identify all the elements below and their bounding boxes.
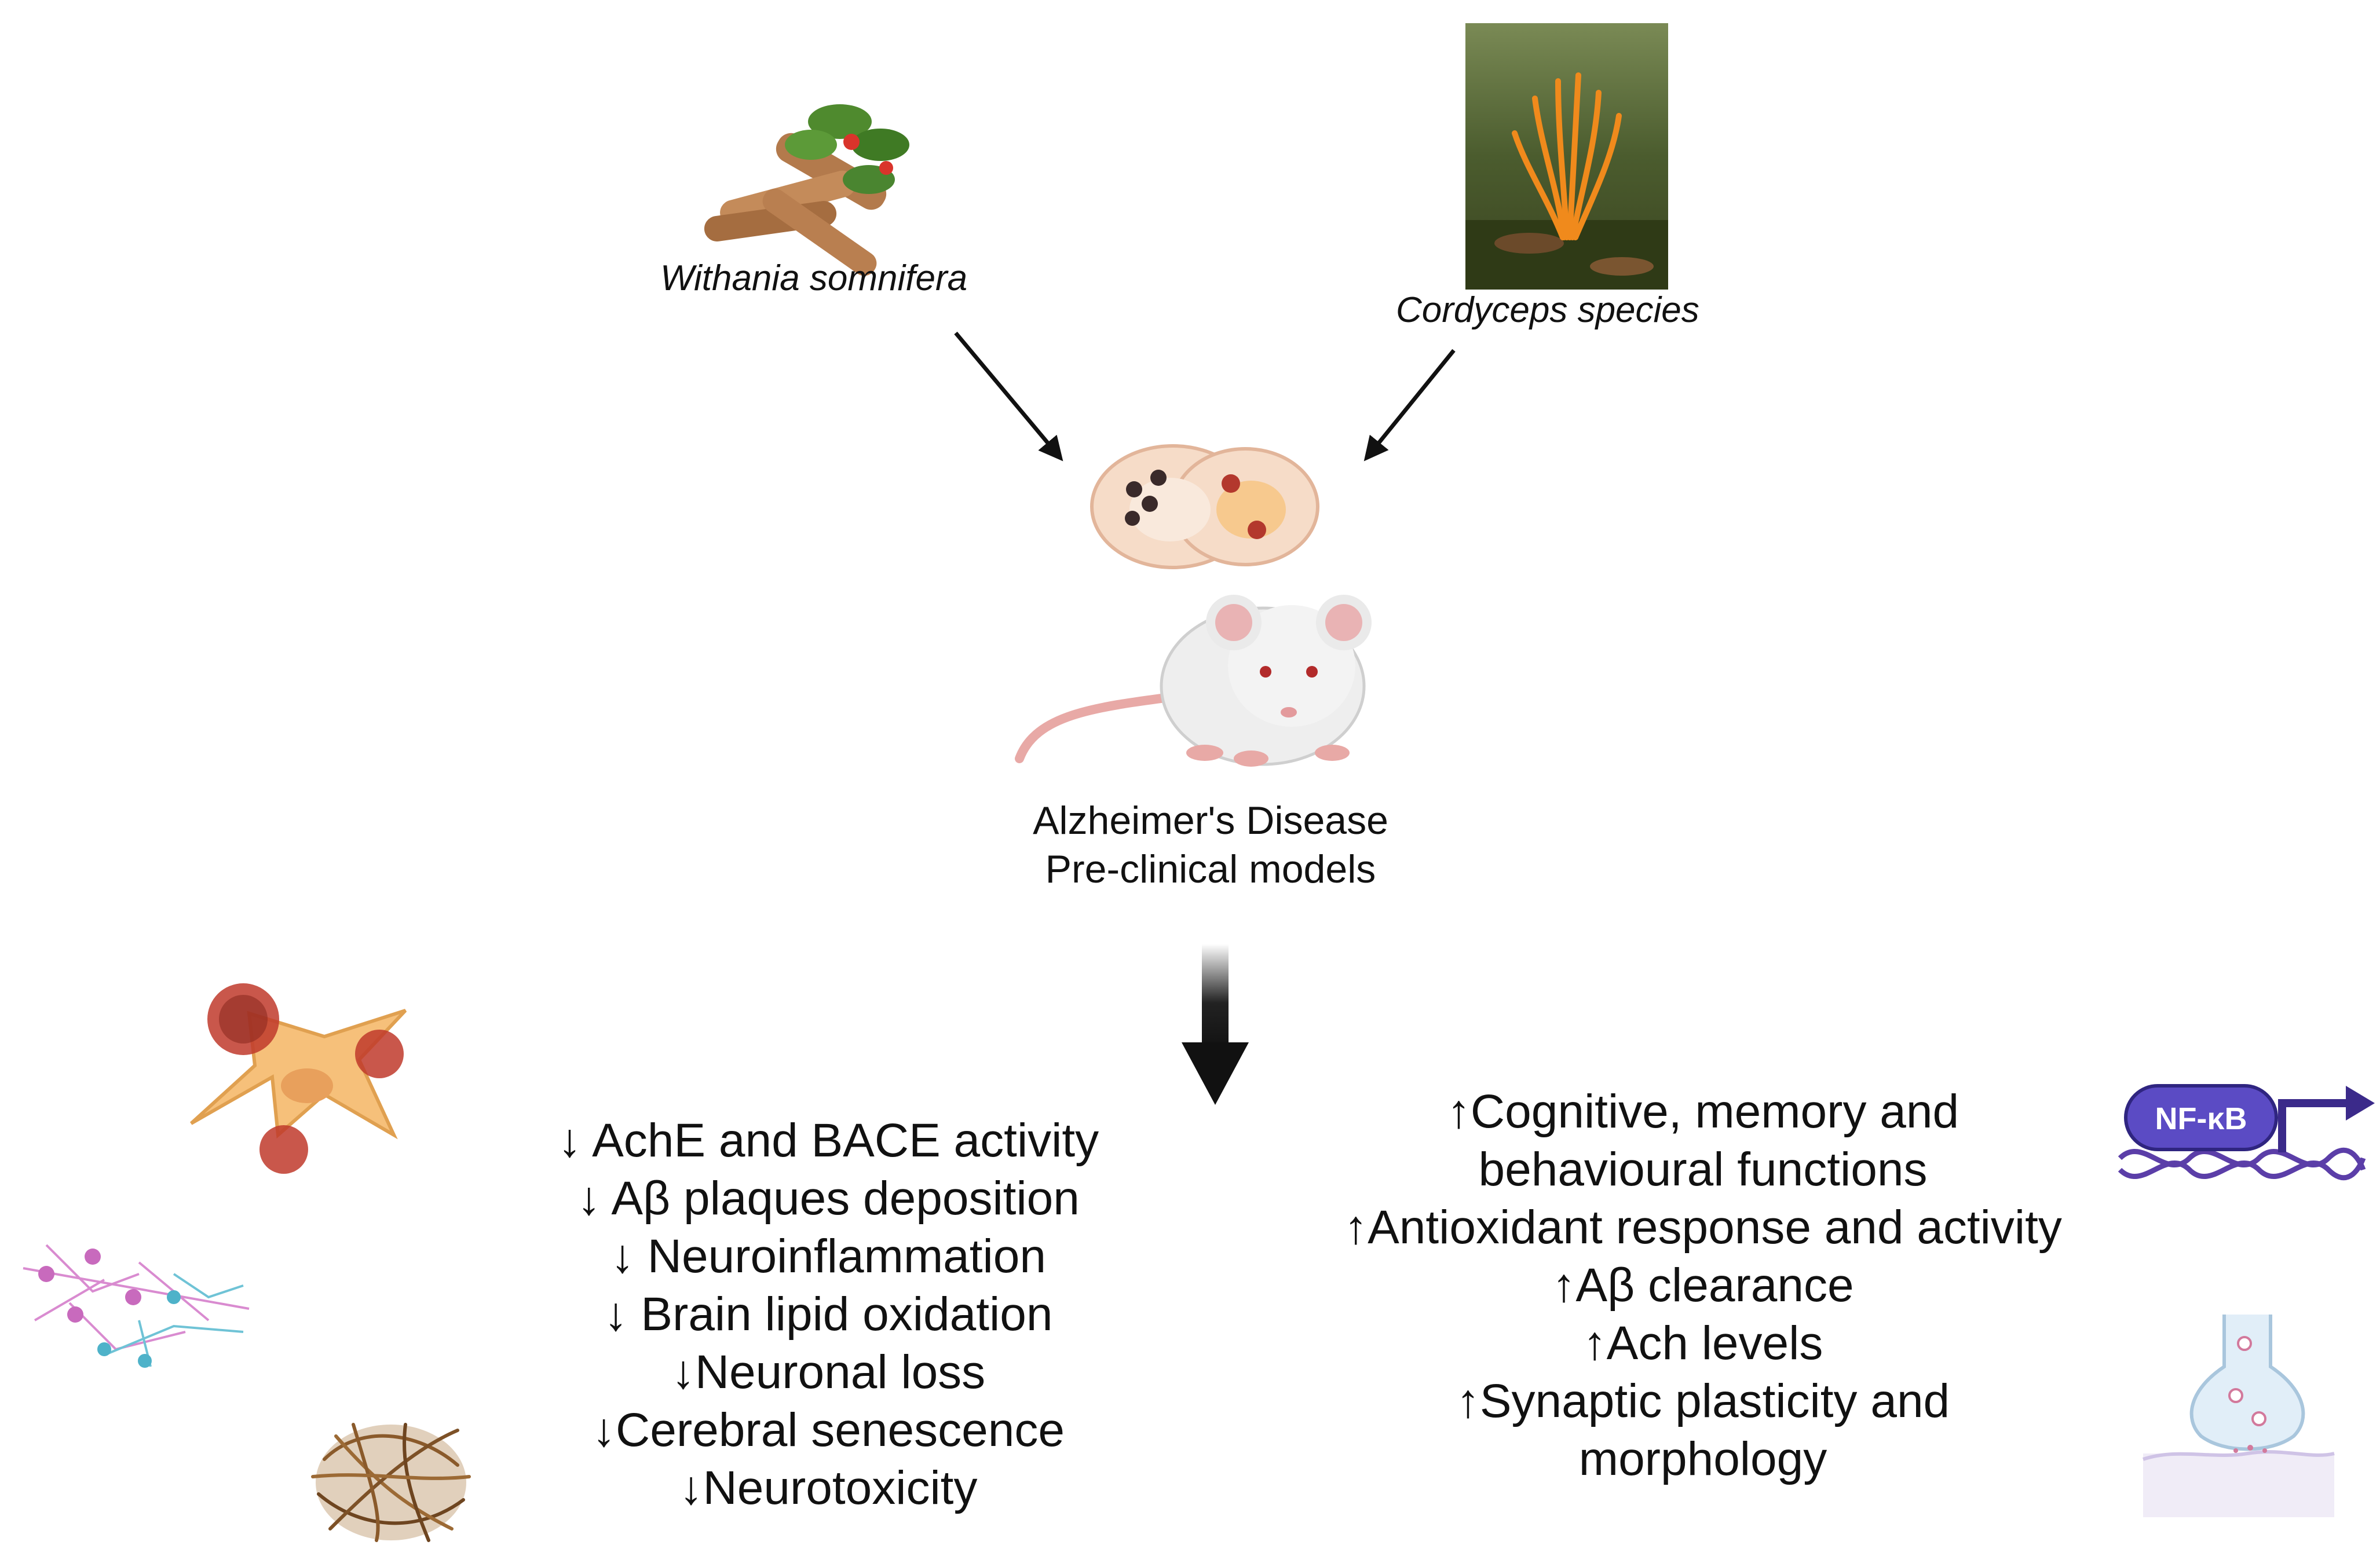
model-line-1: Alzheimer's Disease — [1033, 799, 1388, 843]
withania-label: Withania somnifera — [660, 258, 968, 298]
brain-plaques-icon — [1090, 444, 1319, 569]
decrease-item: ↓ Brain lipid oxidation — [604, 1288, 1053, 1341]
increase-item: ↑Synaptic plasticity and — [1456, 1375, 1950, 1427]
increase-item: ↑Antioxidant response and activity — [1344, 1201, 2062, 1254]
increased-effects-list: ↑Cognitive, memory and behavioural funct… — [1297, 1083, 2108, 1488]
cordyceps-mushroom-icon — [1465, 23, 1668, 290]
ashwagandha-root-icon — [704, 104, 909, 276]
model-label: Alzheimer's Disease Pre-clinical models — [921, 796, 1500, 894]
decrease-item: ↓ Neuroinflammation — [610, 1230, 1046, 1283]
decrease-item: ↓ Aβ plaques deposition — [577, 1172, 1080, 1225]
nfkb-gene-icon: NF-κB — [2118, 1084, 2375, 1181]
increase-item: behavioural functions — [1478, 1143, 1928, 1196]
decrease-item: ↓Neurotoxicity — [679, 1462, 978, 1514]
increase-item: ↑Aβ clearance — [1552, 1259, 1854, 1312]
decrease-item: ↓ AchE and BACE activity — [557, 1114, 1099, 1167]
microglia-icon — [189, 983, 407, 1174]
cordyceps-arrow — [1363, 349, 1456, 462]
mouse-icon — [1015, 595, 1372, 767]
nfkb-label: NF-κB — [2155, 1101, 2247, 1136]
increase-item: ↑Cognitive, memory and — [1446, 1085, 1959, 1138]
increase-item: ↑Ach levels — [1582, 1317, 1823, 1370]
model-line-2: Pre-clinical models — [1045, 847, 1376, 891]
withania-arrow — [954, 331, 1063, 462]
neurons-icon — [23, 1244, 250, 1368]
decreased-effects-list: ↓ AchE and BACE activity ↓ Aβ plaques de… — [510, 1112, 1147, 1517]
decrease-item: ↓Cerebral senescence — [592, 1404, 1065, 1456]
synapse-icon — [2143, 1315, 2335, 1517]
tau-tangle-icon — [311, 1423, 471, 1542]
decrease-item: ↓Neuronal loss — [671, 1346, 986, 1398]
main-down-arrow — [1182, 944, 1249, 1105]
cordyceps-label: Cordyceps species — [1396, 290, 1699, 330]
increase-item: morphology — [1578, 1433, 1827, 1485]
